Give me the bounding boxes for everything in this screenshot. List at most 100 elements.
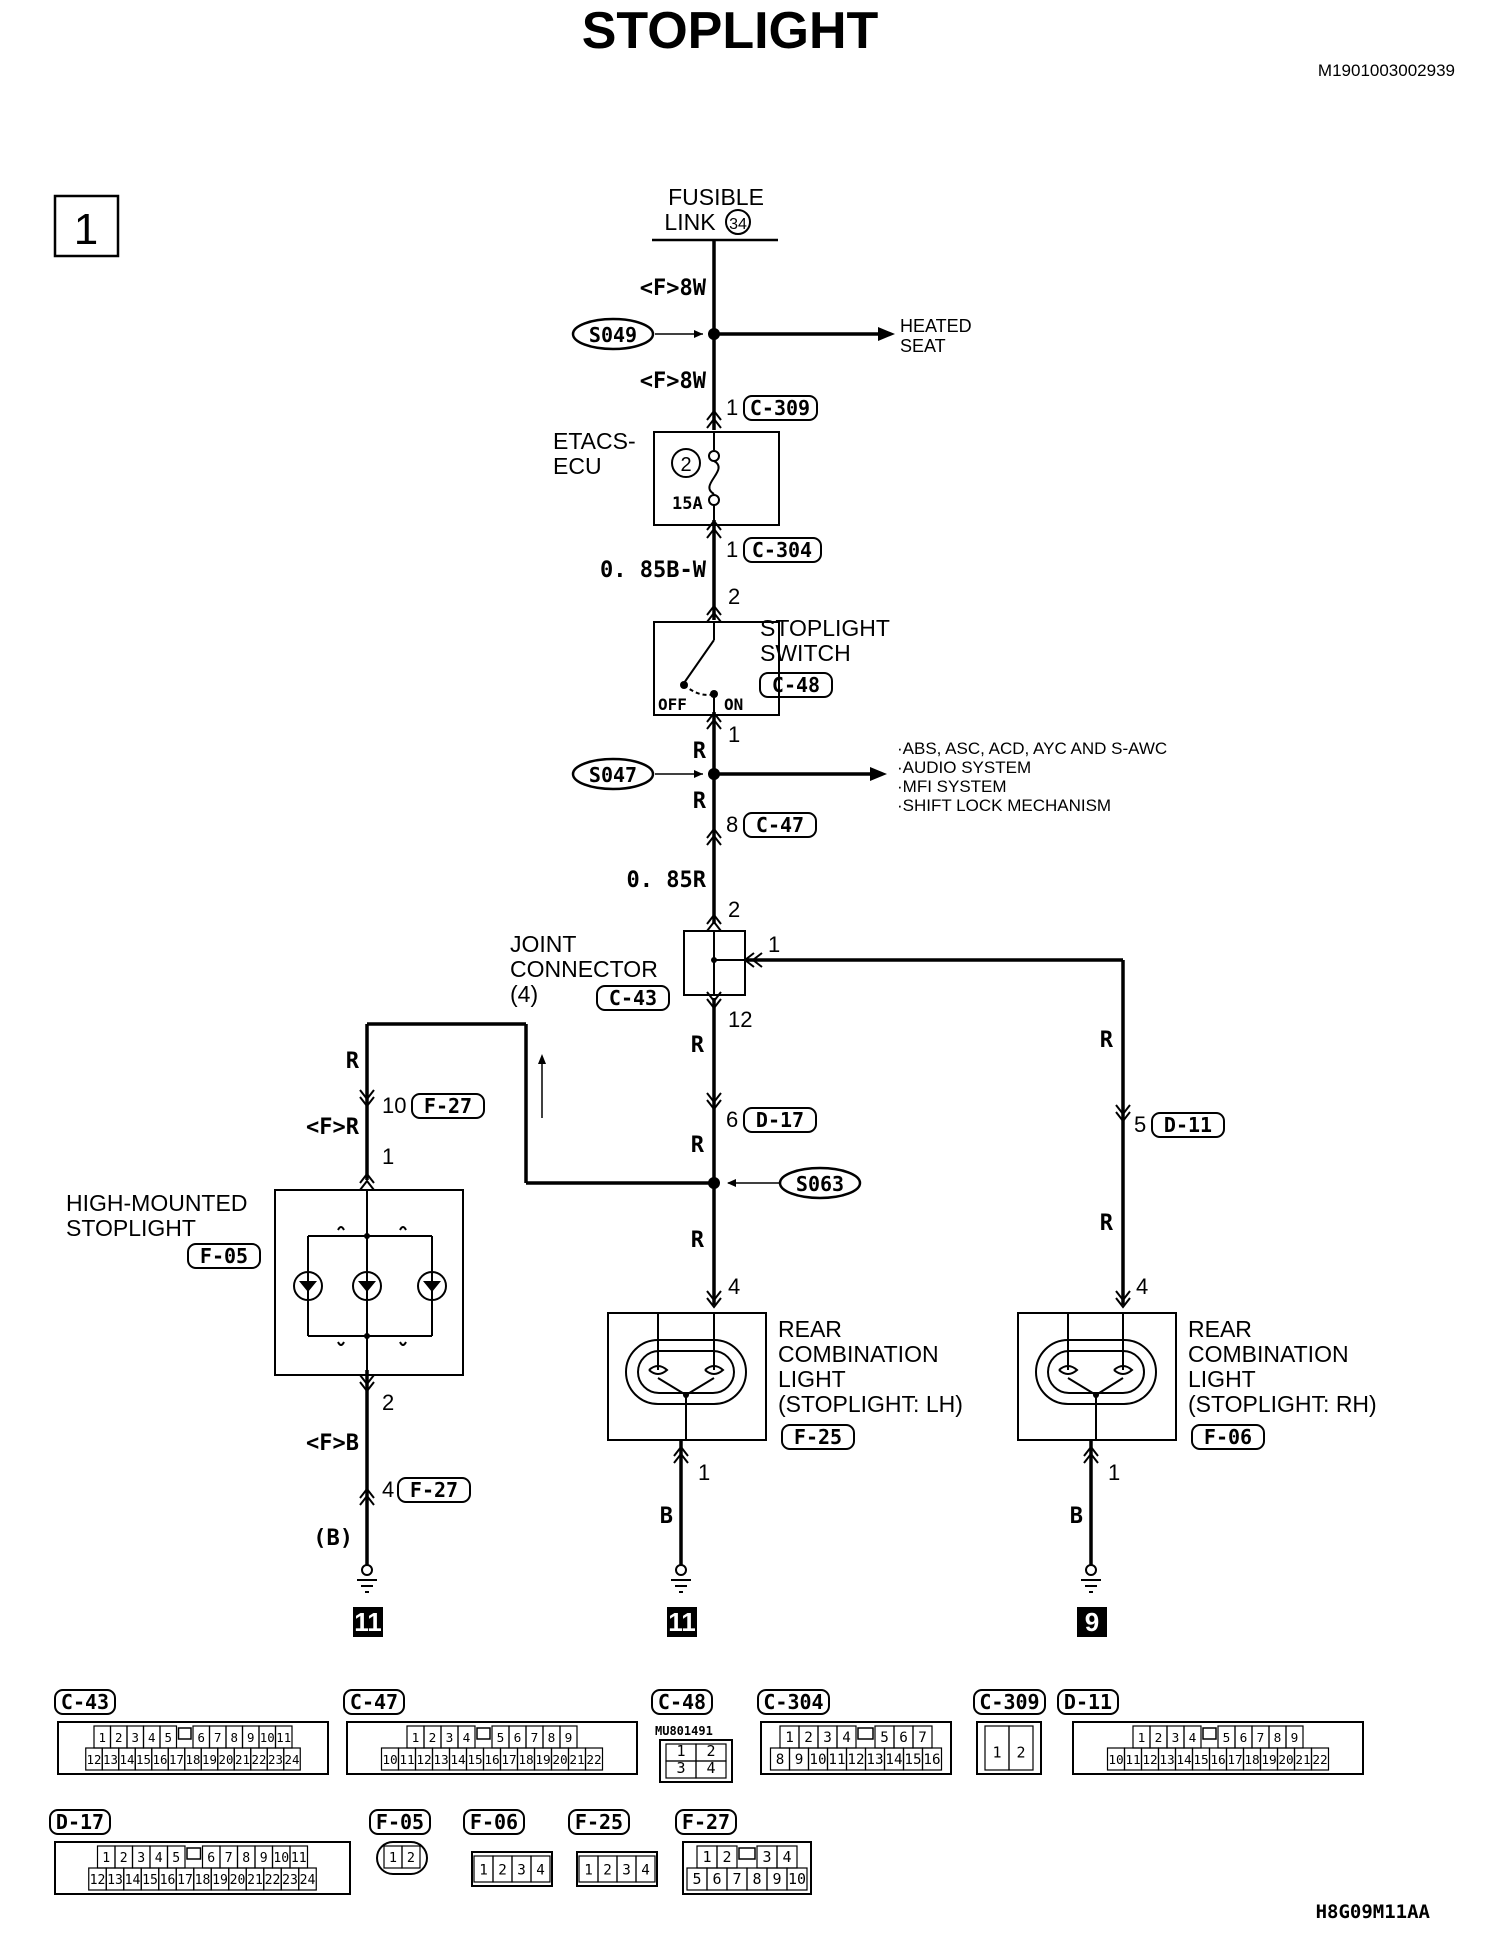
legend-pin-number: 11 <box>399 1753 414 1768</box>
legend-pin-number: 2 <box>429 1731 437 1746</box>
legend-pin-number: 21 <box>569 1753 584 1768</box>
legend-pin-number: 2 <box>115 1731 122 1745</box>
legend-pin-number: 4 <box>641 1863 650 1879</box>
legend-connector-shape <box>576 1851 658 1887</box>
legend-pin-number: 15 <box>467 1753 482 1768</box>
pin-label: 4 <box>728 1274 740 1299</box>
page-title: STOPLIGHT <box>582 2 879 60</box>
legend-pin-number: 8 <box>1274 1731 1282 1746</box>
legend-pin-number: 6 <box>712 1870 721 1888</box>
ground-point-badge <box>353 1607 383 1637</box>
legend-pin-number: 13 <box>866 1752 883 1768</box>
bulb-icon <box>1035 1313 1157 1440</box>
legend-pin-number: 8 <box>776 1752 785 1768</box>
legend-connector-shape <box>54 1841 351 1895</box>
stoplight-switch-label-2: SWITCH <box>760 640 851 666</box>
legend-connector-label: C-47 <box>350 1690 398 1714</box>
legend-pin-number: 19 <box>1261 1753 1276 1768</box>
wire-label: R <box>691 1228 705 1253</box>
joint-connector-label-3: (4) <box>510 981 538 1007</box>
legend-pin-number: 3 <box>446 1731 454 1746</box>
legend-pin-number: 9 <box>795 1752 804 1768</box>
legend-pin-number: 6 <box>1240 1731 1248 1746</box>
legend-pin-number: 19 <box>535 1753 550 1768</box>
connector-tag-f27 <box>397 1477 471 1503</box>
fuse-icon <box>708 432 720 525</box>
pin-label: 12 <box>728 1007 752 1032</box>
legend-pin-number: 17 <box>177 1873 193 1888</box>
legend-pin-number: 5 <box>497 1731 505 1746</box>
legend-connector-shape <box>346 1721 638 1775</box>
fusible-link-number: 34 <box>729 216 747 233</box>
splice-s063 <box>778 1166 862 1200</box>
legend-pin-cell <box>530 1855 551 1883</box>
pin-label: 2 <box>728 584 740 609</box>
legend-pin-number: 5 <box>1223 1731 1231 1746</box>
legend-pin-number: 7 <box>732 1870 741 1888</box>
legend-pin-number: 11 <box>828 1752 845 1768</box>
legend-pin-number: 2 <box>498 1863 507 1879</box>
legend-pin-number: 19 <box>212 1873 228 1888</box>
legend-pin-cell <box>635 1855 656 1883</box>
legend-pin-number: 17 <box>501 1753 516 1768</box>
legend-pin-number: 19 <box>202 1753 217 1767</box>
ground-icon <box>671 1564 691 1593</box>
legend-pin-number: 13 <box>103 1753 118 1767</box>
legend-pin-number: 22 <box>265 1873 281 1888</box>
wire-label: 0. 85B-W <box>600 558 707 583</box>
pin-label: 5 <box>1134 1112 1146 1137</box>
wire-label: <F>8W <box>640 369 707 394</box>
legend-pin-cell <box>786 1867 808 1891</box>
legend-pin-cell <box>1310 1747 1330 1771</box>
wire-label: R <box>1100 1211 1114 1236</box>
legend-pin-number: 4 <box>148 1731 155 1745</box>
legend-pin-number: 10 <box>809 1752 826 1768</box>
legend-pin-number: 3 <box>1172 1731 1180 1746</box>
legend-connector-label: C-304 <box>763 1690 823 1714</box>
legend-pin-cell <box>695 1760 727 1779</box>
s047-target: ·AUDIO SYSTEM <box>897 758 1031 777</box>
legend-connector-label: F-05 <box>376 1810 424 1834</box>
pin-label: 2 <box>728 897 740 922</box>
legend-connector-label: F-25 <box>575 1810 623 1834</box>
legend-pin-number: 7 <box>214 1731 221 1745</box>
legend-pin-number: 21 <box>247 1873 263 1888</box>
legend-pin-number: 18 <box>518 1753 533 1768</box>
legend-part-code: MU801491 <box>655 1724 713 1738</box>
legend-connector-tag <box>973 1689 1046 1715</box>
splice-s049 <box>571 317 655 351</box>
legend-pin-number: 10 <box>788 1870 806 1888</box>
legend-pin-number: 7 <box>531 1731 539 1746</box>
ground-icon <box>357 1564 377 1593</box>
legend-pin-number: 16 <box>484 1753 499 1768</box>
pin-label: 6 <box>726 1107 738 1132</box>
legend-connector-label: C-43 <box>61 1690 109 1714</box>
legend-connector-tag <box>54 1689 116 1715</box>
pin-label: 8 <box>726 812 738 837</box>
splice-s049-label: S049 <box>589 323 637 347</box>
pin-label: 1 <box>698 1460 710 1485</box>
arrow-right-icon <box>870 767 887 781</box>
legend-pin-number: 12 <box>90 1873 106 1888</box>
pin-label: 1 <box>768 932 780 957</box>
rear-lh-label-4: (STOPLIGHT: LH) <box>778 1391 963 1417</box>
fuse-rating: 15A <box>672 494 703 514</box>
pin-label: 1 <box>382 1144 394 1169</box>
legend-pin-number: 16 <box>160 1873 176 1888</box>
legend-pin-number: 1 <box>412 1731 420 1746</box>
connector-tag-d11 <box>1151 1112 1225 1138</box>
figure-code: H8G09M11AA <box>1316 1901 1431 1923</box>
legend-pin-number: 11 <box>276 1731 291 1745</box>
legend-pin-number: 4 <box>842 1730 851 1746</box>
legend-pin-number: 1 <box>584 1863 593 1879</box>
ground-point-number: 9 <box>1085 1607 1099 1637</box>
pin-label: 4 <box>382 1477 394 1502</box>
legend-pin-number: 8 <box>548 1731 556 1746</box>
legend-pin-cell <box>921 1747 943 1771</box>
s047-target: ·ABS, ASC, ACD, AYC AND S-AWC <box>897 739 1167 758</box>
legend-pin-number: 15 <box>142 1873 158 1888</box>
legend-pin-number: 13 <box>1159 1753 1174 1768</box>
